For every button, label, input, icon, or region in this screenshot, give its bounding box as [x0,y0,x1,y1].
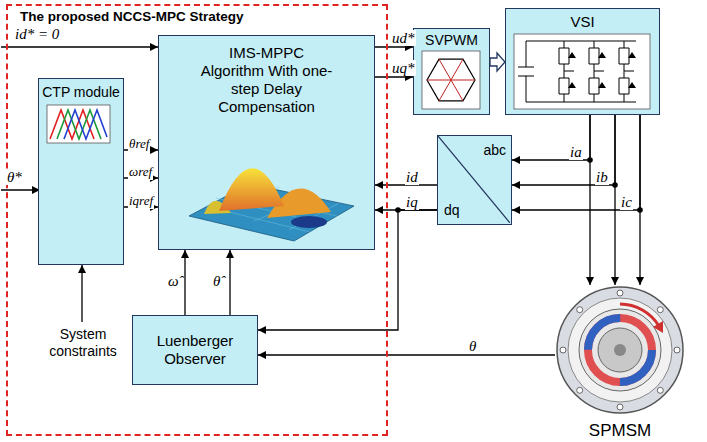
constraint-arrow [81,265,82,322]
connector [512,115,590,160]
icon-frame [47,105,110,143]
input-arrow [1,46,158,47]
motor-flange [568,298,672,402]
junction-dot [395,207,401,213]
dashed-region: CTP module IMS-MPPC Algorithm With one-s… [6,4,388,436]
bolt-hole [560,347,566,353]
signal-label: iqref [128,193,154,209]
box-label: VSI [570,13,594,30]
signal-label: θref [128,136,150,152]
connector [512,115,640,210]
process-box: SVPWM [413,28,490,115]
signal-label: ud* [391,30,416,46]
junction-dot [637,207,643,213]
magnet-ring [588,318,652,382]
triangle-wave [64,110,107,139]
connector [184,250,185,315]
signal-label: ib [595,169,609,185]
bolt-hole [657,307,663,313]
signal-label: ic [620,194,633,210]
connector [375,46,413,47]
icon-frame [422,51,480,109]
connector [614,115,615,285]
connector [639,115,640,285]
surface-dip [291,216,327,228]
bolt-hole [617,404,623,410]
connector [258,354,555,355]
process-box: Luenberger Observer [132,315,258,385]
process-box: CTP module [38,78,124,265]
note-label: System constraints [40,326,126,360]
signal-label: θ [468,338,477,354]
connector [589,115,590,285]
motor-label: SPMSM [589,421,651,441]
shaft [614,344,626,356]
box-label: SVPWM [425,32,478,48]
connector [375,76,413,77]
rotation-arrow-head [653,321,663,333]
inverter-wiring [518,41,636,102]
connector [229,250,230,315]
box-label: IMS-MPPC Algorithm With one-step Delay C… [197,44,337,116]
box-label: Luenberger Observer [133,332,257,368]
motor-housing [557,287,683,413]
junction-dot [612,182,618,188]
triangle-wave [57,110,101,139]
box-label: CTP module [42,84,120,100]
bolt-hole [674,347,680,353]
bolt-hole [577,387,583,393]
junction-dot [587,157,593,163]
surface-peak [219,168,284,211]
rotor [598,328,642,372]
stator [579,309,661,391]
bolt-hole [617,290,623,296]
diagonal-line [438,136,510,223]
frame-label: abc [483,142,506,158]
signal-label: iq [405,194,419,210]
signal-label: ωref [128,164,153,180]
inverter-box: VSI [505,8,660,115]
bolt-hole [657,387,663,393]
signal-label: ia [569,144,583,160]
transform-box: abc dq [437,135,512,225]
region-title: The proposed NCCS-MPC Strategy [20,9,244,24]
signal-label: uq* [391,60,416,76]
magnet-ring [588,318,652,382]
process-box: IMS-MPPC Algorithm With one-step Delay C… [158,35,375,250]
bolt-hole [577,307,583,313]
motor-illustration [555,285,685,415]
connector [512,115,615,185]
hollow-arrow [490,53,505,71]
signal-label: ω̂ [167,273,180,289]
signal-label: id* = 0 [14,26,60,42]
ctp-waveform-icon [39,79,121,266]
signal-label: θ̂ [212,273,221,289]
signal-label: id [405,169,419,185]
motor: SPMSM [555,285,685,441]
voltage-vectors [427,59,475,101]
rotation-arrow [620,304,659,326]
signal-label: θ* [6,169,23,185]
icon-frame [514,34,650,109]
hexagon [427,59,475,101]
diode [568,52,636,88]
frame-label: dq [444,202,460,218]
